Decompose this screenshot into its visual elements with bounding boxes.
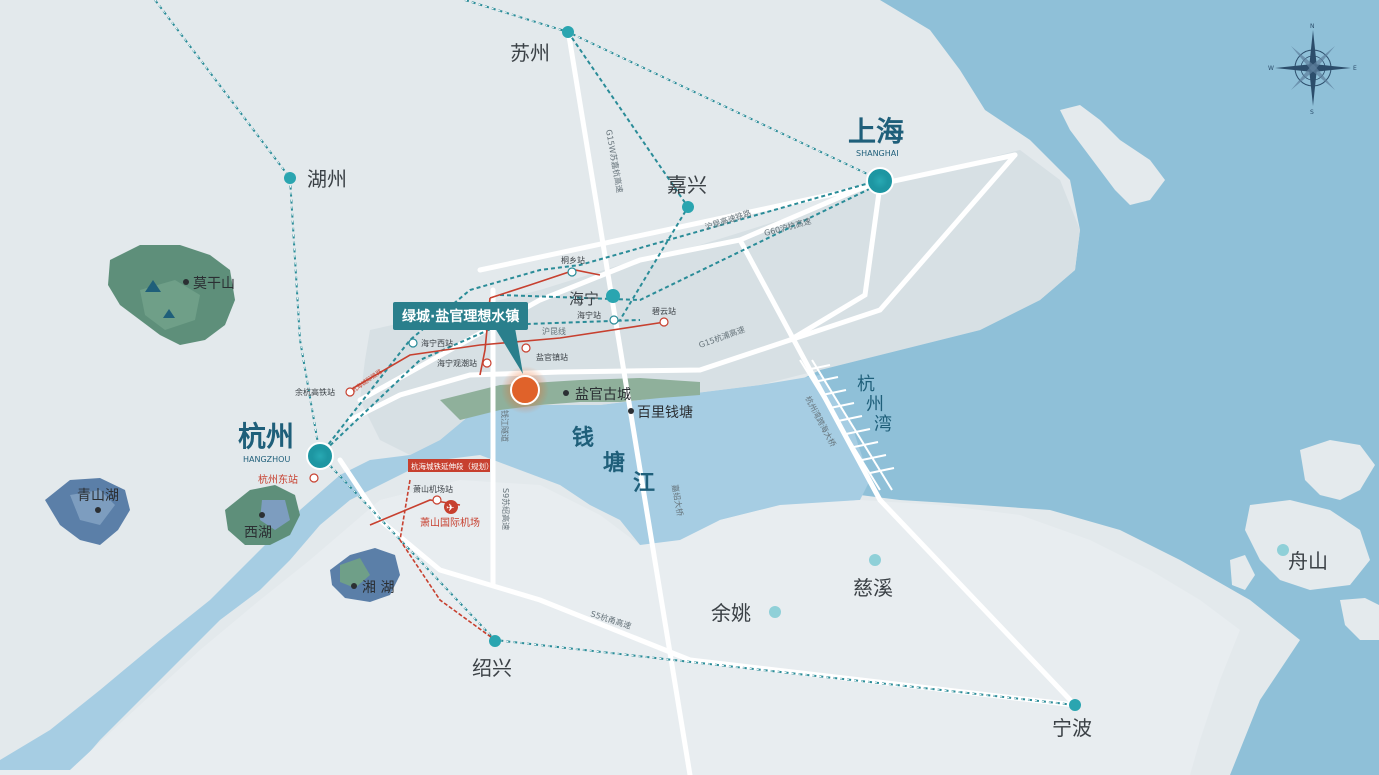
station-tongxiang: 桐乡站 <box>561 255 585 265</box>
qiantang-char-2: 塘 <box>603 450 625 476</box>
city-yuyao: 余姚 <box>711 601 751 625</box>
shanghai-marker <box>866 167 894 195</box>
city-shanghai: 上海 <box>848 115 904 148</box>
place-qingshanhu: 青山湖 <box>77 488 119 504</box>
station-yanguan: 盐官镇站 <box>536 352 568 362</box>
city-suzhou: 苏州 <box>510 41 550 65</box>
city-shanghai-en: SHANGHAI <box>856 149 899 158</box>
station-xiaoshan-airport: 萧山机场站 <box>413 484 453 494</box>
island-1 <box>1060 105 1165 205</box>
city-cixi: 慈溪 <box>853 576 893 600</box>
city-huzhou: 湖州 <box>307 167 347 191</box>
project-callout <box>393 302 528 330</box>
qiantang-char-1: 钱 <box>572 425 594 451</box>
mountain-icon-small <box>163 309 175 318</box>
city-zhoushan: 舟山 <box>1288 549 1328 573</box>
xiang-lake-green <box>340 558 370 588</box>
station-tongyun: 碧云站 <box>652 306 676 316</box>
yanguan-dot <box>563 390 569 396</box>
project-callout-pointer <box>495 328 523 374</box>
extension-sign-bg <box>408 459 490 472</box>
hangzhou-bay-label-1: 杭 <box>857 374 875 395</box>
baili-dot <box>628 408 634 414</box>
airport-plane-glyph: ✈ <box>446 503 454 514</box>
compass-s: S <box>1310 109 1314 116</box>
airport-label: 萧山国际机场 <box>420 516 480 529</box>
bay-bridge <box>799 359 895 491</box>
project-marker <box>510 375 540 405</box>
hangzhou-east-label: 杭州东站 <box>258 473 298 486</box>
xihu-dot <box>259 512 265 518</box>
qingshan-lake-inner <box>70 490 115 525</box>
compass-icon: N S E W <box>1268 23 1357 116</box>
island-2 <box>1300 440 1375 500</box>
sea-area <box>770 0 1379 775</box>
city-dots <box>284 26 1289 711</box>
extension-sign: 杭海城铁延伸段（规划） <box>411 461 494 471</box>
place-yanguan-gucheng: 盐官古城 <box>575 387 631 403</box>
compass-w: W <box>1268 65 1274 72</box>
place-baili-qiantang: 百里钱塘 <box>637 405 693 421</box>
qiantang-char-3: 江 <box>633 471 655 496</box>
city-haining: 海宁 <box>569 290 599 308</box>
hangzhou-bay-label-2: 州 <box>866 394 884 415</box>
road-label-s9: S9苏绍高速 <box>501 488 511 530</box>
island-4 <box>1340 598 1379 640</box>
mountain-icon <box>145 280 161 292</box>
island-5 <box>1230 555 1255 590</box>
xianghu-dot <box>351 583 357 589</box>
station-haining-guanchao: 海宁观潮站 <box>437 358 477 368</box>
hangzhou-marker <box>306 442 334 470</box>
highways <box>337 27 1078 775</box>
qiantang-river <box>0 375 870 775</box>
city-hangzhou-en: HANGZHOU <box>243 455 290 464</box>
rail-lines-light <box>154 0 1076 706</box>
compass-e: E <box>1353 65 1357 72</box>
station-markers <box>309 267 669 505</box>
place-moganshan: 莫干山 <box>193 276 235 292</box>
road-label-tunnel: 钱江隧道 <box>500 410 510 442</box>
mogan-mountain-inner <box>140 280 200 330</box>
moganshan-dot <box>183 279 189 285</box>
hangzhou-bay-label-3: 湾 <box>874 414 892 435</box>
island-3 <box>1245 500 1370 590</box>
station-haining: 海宁站 <box>577 310 601 320</box>
city-jiaxing: 嘉兴 <box>667 173 707 197</box>
station-haining-west: 海宁西站 <box>421 338 453 348</box>
road-label-hucang: 沪昆线 <box>542 326 566 336</box>
compass-n: N <box>1310 23 1315 30</box>
place-xianghu: 湘 湖 <box>362 580 394 596</box>
project-name: 绿城·盐官理想水镇 <box>402 308 519 325</box>
city-shaoxing: 绍兴 <box>472 656 512 680</box>
airport-icon <box>444 500 458 514</box>
west-lake-water <box>260 500 290 530</box>
city-ningbo: 宁波 <box>1052 716 1092 740</box>
place-xihu: 西湖 <box>244 525 272 541</box>
qingshanhu-dot <box>95 507 101 513</box>
city-hangzhou: 杭州 <box>238 420 294 453</box>
station-yuhang: 余杭高铁站 <box>295 387 335 397</box>
